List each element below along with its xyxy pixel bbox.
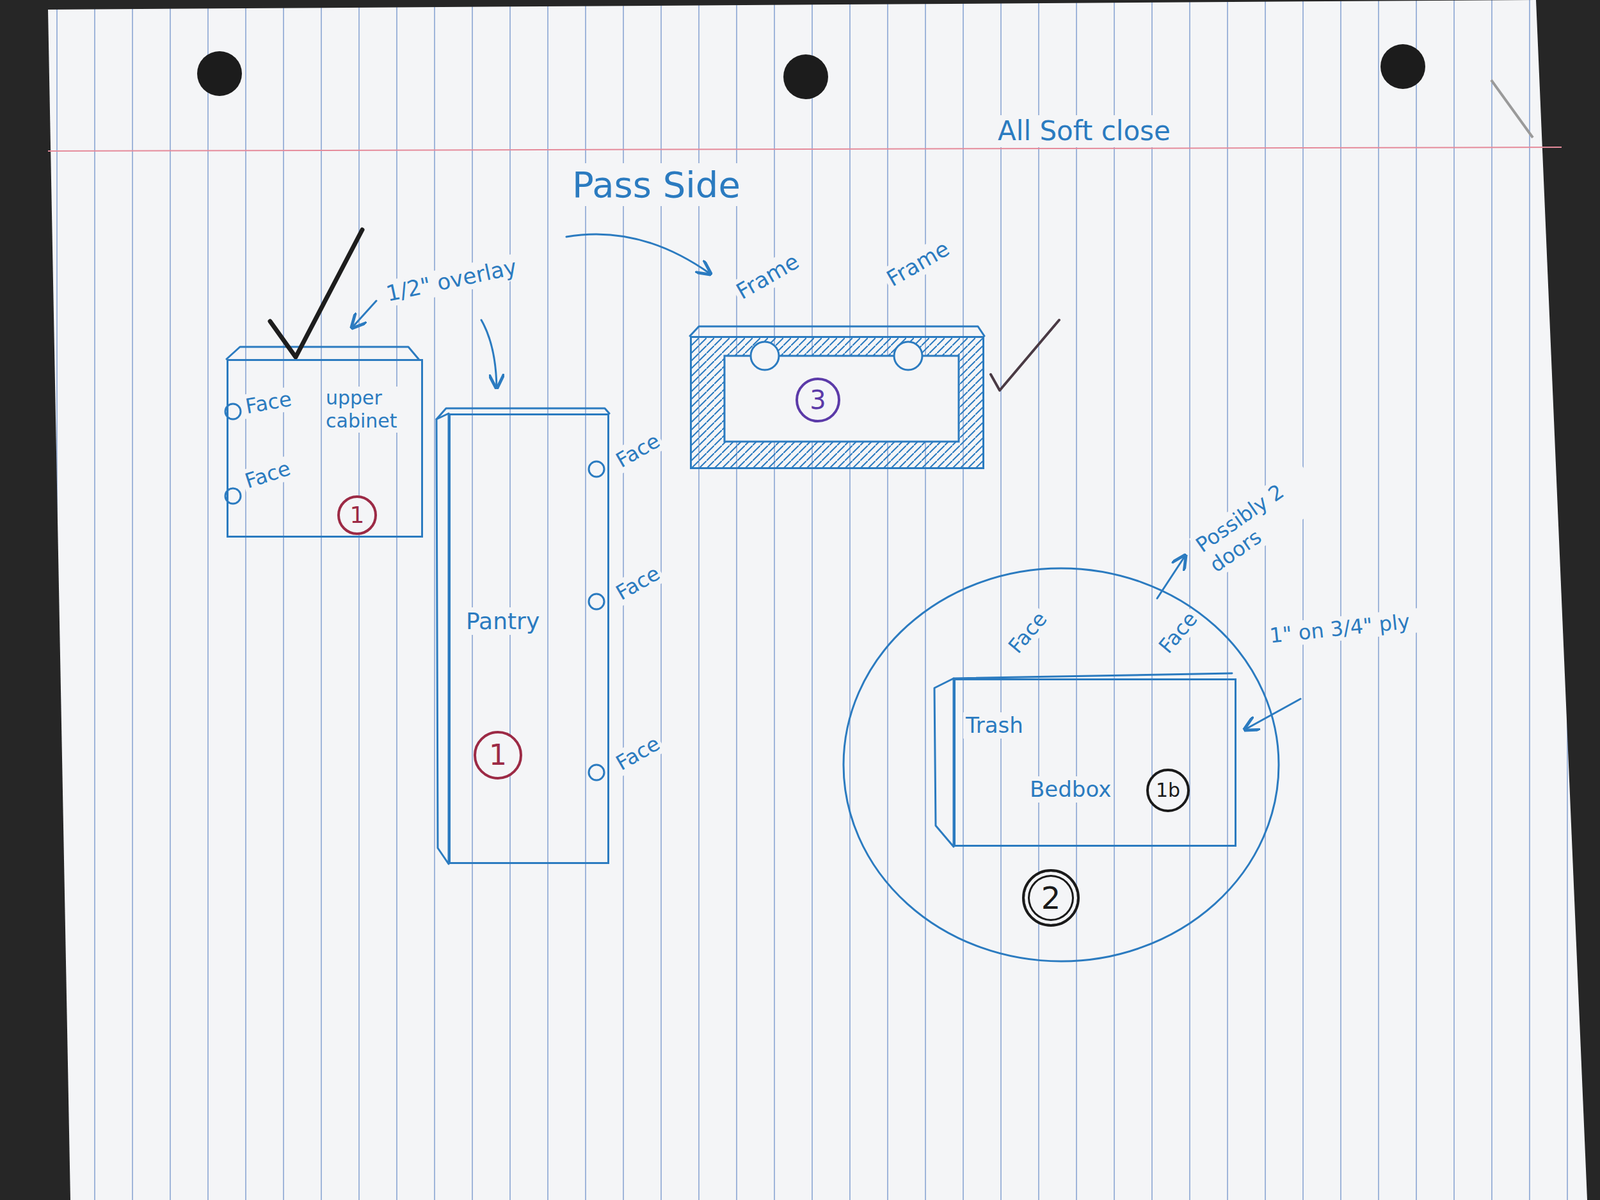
leader-arrow — [1244, 698, 1301, 730]
frame-hatch — [691, 355, 725, 442]
leader-arrow — [352, 300, 377, 328]
callout-number: 2 — [1022, 869, 1080, 927]
cabinet-name: upper cabinet — [323, 386, 417, 433]
face-marker — [588, 593, 605, 610]
face-marker — [588, 461, 605, 477]
note: Possibly 2 doors — [1189, 461, 1328, 579]
frame-top-edge — [689, 326, 985, 336]
callout-number: 1 — [337, 495, 377, 536]
face-label: Face — [1152, 604, 1204, 660]
callout-number: 3 — [795, 377, 841, 423]
callout-number: 1 — [473, 730, 523, 780]
part-name: Trash — [963, 712, 1026, 739]
group-circle: 2 TrashBedbox — [841, 566, 1281, 964]
side-label: Pass Side — [569, 163, 744, 207]
dimension-note: 1/2" overlay — [381, 253, 522, 308]
punch-hole — [783, 54, 829, 100]
punch-hole — [197, 51, 242, 96]
frame-label: Frame — [880, 234, 957, 294]
face-label: Face — [609, 426, 667, 474]
face-label: Face — [1001, 604, 1054, 660]
circle-outline — [843, 568, 1279, 962]
check-mark — [990, 320, 1060, 391]
cabinet-top-edge — [226, 346, 419, 360]
staple — [1491, 80, 1533, 138]
bedbox-top-edge — [953, 673, 1232, 679]
face-label: Face — [239, 455, 296, 495]
bedbox-side — [934, 678, 954, 847]
face-label: Face — [609, 559, 667, 607]
frame-hatch — [691, 441, 983, 468]
margin-line — [48, 147, 1562, 152]
pantry-box: Pantry — [448, 413, 610, 864]
punch-hole — [1380, 44, 1426, 89]
check-mark — [270, 229, 363, 358]
cabinet-box: upper cabinet — [226, 359, 424, 538]
frame-box: 3 — [689, 336, 985, 470]
part-name: Bedbox — [1027, 776, 1114, 803]
lined-paper — [48, 0, 1588, 1200]
frame-hatch — [691, 337, 983, 356]
pantry-side — [436, 413, 449, 864]
face-marker — [588, 764, 605, 781]
leader-arrow — [566, 234, 711, 274]
face-label: Face — [609, 729, 667, 777]
bedbox-box: TrashBedbox — [953, 678, 1237, 847]
face-label: Face — [241, 385, 297, 420]
frame-hatch — [958, 355, 983, 442]
note: All Soft close — [995, 115, 1174, 148]
frame-marker — [750, 341, 779, 370]
leader-arrow — [1157, 555, 1186, 599]
callout-number: 1b — [1146, 768, 1190, 813]
material-note: 1" on 3/4" ply — [1265, 608, 1422, 649]
frame-marker — [894, 341, 923, 370]
leader-arrow — [481, 320, 497, 388]
frame-label: Frame — [729, 247, 806, 306]
cabinet-name: Pantry — [463, 607, 543, 635]
